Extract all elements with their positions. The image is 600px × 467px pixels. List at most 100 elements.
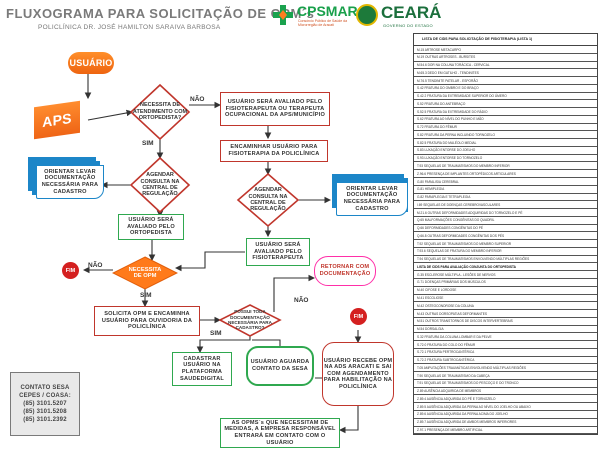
label-nao-1: NÃO bbox=[190, 96, 205, 103]
table-row: M.51 OUTROS TRANSTORNOS DE DISCOS INTERV… bbox=[414, 318, 597, 326]
recebe-opm-box: USUÁRIO RECEBE OPM NA ADS ARACATI E SAI … bbox=[322, 342, 394, 406]
label-sim-3: SIM bbox=[210, 330, 222, 337]
orientar-left-doc: ORIENTAR LEVAR DOCUMENTAÇÃO NECESSÁRIA P… bbox=[36, 165, 104, 199]
table-row: S.82.5 FRATURA DO MALÉOLO MEDIAL bbox=[414, 139, 597, 147]
table-row: M.43 OUTRAS DORSOPATIAS DEFORMANTES bbox=[414, 310, 597, 318]
contato-phone: (85) 3101.5207 bbox=[23, 401, 67, 407]
table-row: Z.89 AUSÊNCIA ADQUIRIDA DE MEMBROS bbox=[414, 388, 597, 396]
table-row: T.92 SEQUELAS DE TRAUMATISMOS DO MEMBRO … bbox=[414, 240, 597, 248]
page-title: FLUXOGRAMA PARA SOLICITAÇÃO DE OPM´s bbox=[6, 6, 315, 21]
solicita-opm-box: SOLICITA OPM E ENCAMINHA USUÁRIO PARA OU… bbox=[94, 306, 200, 336]
table-row: S.72.1 FRATURA PERTROCANTÉRICA bbox=[414, 349, 597, 357]
table-row: G.81 HEMIPLEGIA bbox=[414, 186, 597, 194]
contato-title: CONTATO SESA bbox=[20, 385, 70, 391]
aguarda-box: USUÁRIO AGUARDA CONTATO DA SESA bbox=[246, 346, 314, 386]
table-row: M.65.3 DEDO EM GATILHO - TENDINITES bbox=[414, 69, 597, 78]
table-row: Z.89.7 AUSÊNCIA ADQUIRIDA DE AMBOS MEMBR… bbox=[414, 419, 597, 427]
table-row: Q.66 DEFORMIDADES CONGÊNITAS DO PÉ bbox=[414, 225, 597, 233]
table-row: S.52.5 FRATURA DA EXTREMIDADE DO RÁDIO bbox=[414, 108, 597, 116]
retornar-doc-box: RETORNAR COM DOCUMENTAÇÃO bbox=[314, 256, 376, 286]
table-row: M.40 CIFOSE E LORDOSE bbox=[414, 287, 597, 295]
table-row: M.41 ESCOLIOSE bbox=[414, 295, 597, 303]
table-row: Z.97.1 PRESENÇA DE MEMBRO ARTIFICIAL bbox=[414, 427, 597, 435]
table-row: M.19 OUTRAS ARTROSES - BURSITES bbox=[414, 54, 597, 62]
table-row: T.93 SEQUELAS DE TRAUMATISMOS DO MEMBRO … bbox=[414, 162, 597, 171]
avaliado-fisio2-box: USUÁRIO SERÁ AVALIADO PELO FISIOTERAPEUT… bbox=[246, 238, 310, 266]
table-row: S.72.0 FRATURA DO COLO DO FÊMUR bbox=[414, 341, 597, 349]
fim-1: FIM bbox=[62, 262, 79, 279]
table-row: T.93.6 SEQUELAS DE FRATURA DO MEMBRO INF… bbox=[414, 248, 597, 256]
cpsmar-logo-subtitle: Consórcio Público de Saúde da Microrregi… bbox=[298, 19, 348, 27]
table-row: M.42 OSTEOCONDROSE DA COLUNA bbox=[414, 302, 597, 311]
table-row: I.69 SEQUELAS DE DOENÇAS CEREBROVASCULAR… bbox=[414, 201, 597, 210]
ceara-logo-text: CEARÁ bbox=[381, 3, 442, 22]
decision-agendar-right-text: AGENDAR CONSULTA NA CENTRAL DE REGULAÇÃO bbox=[248, 187, 288, 213]
table-row: S.72.2 FRATURA SUBTROCANTÉRICA bbox=[414, 357, 597, 365]
table-row: S.32 FRATURA DA COLUNA LOMBAR E DA PELVE bbox=[414, 333, 597, 342]
table-row: S.72 FRATURA DO FÊMUR bbox=[414, 124, 597, 132]
table-row: Z.89.5 AUSÊNCIA ADQUIRIDA DA PERNA AO NÍ… bbox=[414, 403, 597, 411]
decision-opm-shape bbox=[112, 256, 178, 290]
decision-agendar-left-text: AGENDAR CONSULTA NA CENTRAL DE REGULAÇÃO bbox=[140, 172, 180, 198]
contato-sub: CEPES / COASA: bbox=[19, 393, 71, 399]
encaminhar-fisio-box: ENCAMINHAR USUÁRIO PARA FISIOTERAPIA DA … bbox=[220, 140, 328, 162]
label-sim-1: SIM bbox=[142, 140, 154, 147]
table-row: S.83 LUXAÇÃO ENTORSE DO JOELHO bbox=[414, 147, 597, 155]
fim-2: FIM bbox=[350, 308, 367, 325]
decision-documentacao-shape bbox=[218, 304, 282, 337]
contato-phone: (85) 3101.5208 bbox=[23, 409, 67, 415]
table-row: T.91 SEQUELAS DE TRAUMATISMOS DO PESCOÇO… bbox=[414, 380, 597, 388]
nota-box: AS OPMS´s QUE NECESSITAM DE MEDIDAS, A E… bbox=[220, 418, 340, 448]
label-nao-2: NÃO bbox=[88, 262, 103, 269]
table-row: S.42.2 FRATURA DA EXTREMIDADE SUPERIOR D… bbox=[414, 93, 597, 101]
table-row: Z.89.6 AUSÊNCIA ADQUIRIDA DA PERNA ACIMA… bbox=[414, 411, 597, 419]
table-row: G.71 DOENÇAS PRIMÁRIAS DOS MÚSCULOS bbox=[414, 279, 597, 287]
decision-agendar-right-shape bbox=[236, 172, 300, 228]
cpsmar-logo-text: CPSMAR bbox=[297, 3, 358, 19]
avaliado-fisio-box: USUÁRIO SERÁ AVALIADO PELO FISIOTERAPEUT… bbox=[220, 92, 330, 126]
cids-table: LISTA DE CIDS PARA SOLICITAÇÃO DE FISIOT… bbox=[413, 33, 598, 436]
contato-phone: (85) 3101.2392 bbox=[23, 417, 67, 423]
orientar-right-doc: ORIENTAR LEVAR DOCUMENTAÇÃO NECESSÁRIA P… bbox=[336, 182, 408, 216]
table-row: S.82 FRATURA DA PERNA INCLUINDO TORNOZEL… bbox=[414, 131, 597, 140]
cids-table-header: LISTA DE CIDS PARA SOLICITAÇÃO DE FISIOT… bbox=[414, 34, 597, 46]
table-row: Q.66.8 OUTRAS DEFORMIDADES CONGÊNITAS DO… bbox=[414, 232, 597, 241]
table-row: M.54.6 DOR NA COLUNA TORÁCICA - CERVICAL bbox=[414, 62, 597, 70]
cpsmar-logo-icon bbox=[273, 5, 293, 25]
aps-box: APS bbox=[34, 100, 80, 140]
ceara-seal-icon bbox=[356, 4, 378, 26]
table-row: T.05 AMPUTAÇÕES TRAUMÁTICAS ENVOLVENDO M… bbox=[414, 364, 597, 373]
table-row: S.62 FRATURA AO NÍVEL DO PUNHO E MÃO bbox=[414, 116, 597, 124]
table-row: Z.89.4 AUSÊNCIA ADQUIRIDA DO PÉ E TORNOZ… bbox=[414, 395, 597, 404]
table-row: S.93 LUXAÇÃO ENTORSE DO TORNOZELO bbox=[414, 155, 597, 163]
ceara-logo-subtitle: GOVERNO DO ESTADO bbox=[383, 23, 433, 28]
contato-sesa-box: CONTATO SESA CEPES / COASA: (85) 3101.52… bbox=[10, 372, 80, 436]
table-row: M.21.6 OUTRAS DEFORMIDADES ADQUIRIDAS DO… bbox=[414, 209, 597, 217]
table-row: S.52 FRATURA DO ANTEBRAÇO bbox=[414, 100, 597, 109]
table-row: S.42 FRATURA DO OMBRO E DO BRAÇO bbox=[414, 85, 597, 93]
flow-connectors bbox=[82, 74, 362, 434]
avaliado-orto-box: USUÁRIO SERÁ AVALIADO PELO ORTOPEDISTA bbox=[118, 214, 184, 240]
cadastrar-box: CADASTRAR USUÁRIO NA PLATAFORMA SAUDEDIG… bbox=[172, 352, 232, 386]
decision-opm-text: NECESSITA DE OPM bbox=[128, 266, 162, 279]
table-row: G.82 PARAPLEGIA E TETRAPLEGIA bbox=[414, 194, 597, 202]
page-subtitle: POLICLÍNICA DR. JOSÉ HAMILTON SARAIVA BA… bbox=[38, 24, 221, 31]
table-row: G.35 ESCLEROSE MÚLTIPLA - LESÕES DE NERV… bbox=[414, 271, 597, 279]
table-row: M.76.5 TENDINITE PATELAR - ESPORÃO bbox=[414, 77, 597, 85]
table-row: M.15 ARTROSE METACARPO bbox=[414, 46, 597, 54]
decision-documentacao-text: POSSUI TODA DOCUMENTAÇÃO NECESSÁRIA PARA… bbox=[228, 309, 272, 331]
decision-agendar-left-shape bbox=[129, 156, 191, 214]
decision-ortopedista-shape bbox=[129, 83, 191, 141]
table-row: M.54 DORSALGIA bbox=[414, 326, 597, 334]
decision-ortopedista-text: NECESSITA DE ATENDIMENTO COM ORTOPEDISTA… bbox=[132, 102, 188, 122]
table-row: T.94 SEQUELAS DE TRAUMATISMOS ENVOLVENDO… bbox=[414, 256, 597, 264]
label-sim-2: SIM bbox=[140, 292, 152, 299]
label-nao-3: NÃO bbox=[294, 297, 309, 304]
table-row: Q.65 MALFORMAÇÕES CONGÊNITAS DO QUADRIL bbox=[414, 217, 597, 225]
table-row: Z.96.6 PRESENÇA DE IMPLANTES ORTOPÉDICOS… bbox=[414, 170, 597, 179]
usuario-start: USUÁRIO bbox=[68, 52, 114, 74]
table-row: T.90 SEQUELAS DE TRAUMATISMO DA CABEÇA bbox=[414, 372, 597, 380]
table-row: G.80 PARALISIA CEREBRAL bbox=[414, 178, 597, 186]
table-row: LISTA DE CIDS PARA AVALIAÇÃO CONJUNTA DO… bbox=[414, 263, 597, 272]
